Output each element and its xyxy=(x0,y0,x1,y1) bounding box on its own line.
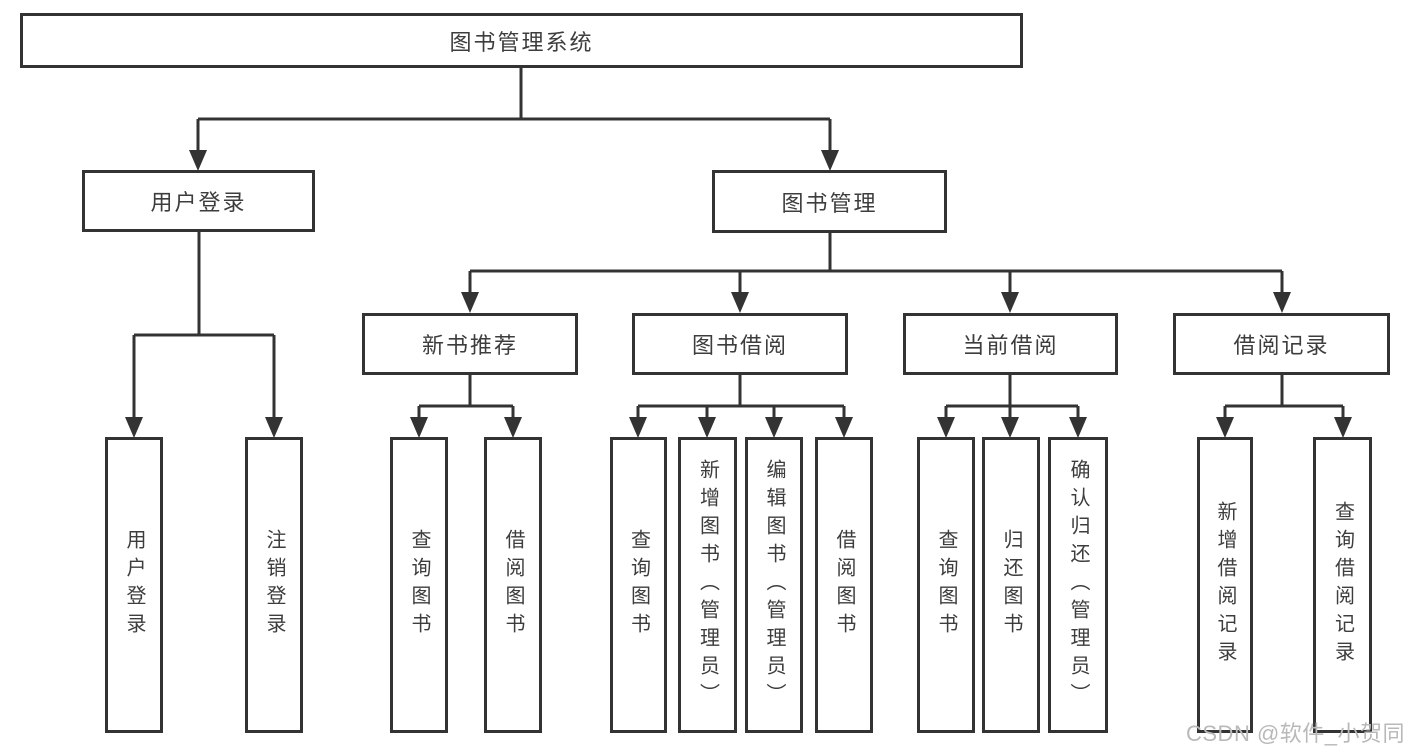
node-label: 借阅图书 xyxy=(833,529,855,641)
node-leaf-query-borrow-record: 查询借阅记录 xyxy=(1313,437,1372,733)
csdn-watermark: CSDN @软件_小贺同学 xyxy=(1186,721,1405,746)
node-label: 新书推荐 xyxy=(421,333,518,358)
node-borrow-records: 借阅记录 xyxy=(1173,313,1390,375)
node-current-borrow: 当前借阅 xyxy=(903,313,1118,375)
node-label: 查询图书 xyxy=(627,529,650,641)
connector-book-borrow-to-leaves xyxy=(629,375,853,438)
node-book-borrow: 图书借阅 xyxy=(632,313,848,375)
node-label: 查询借阅记录 xyxy=(1331,501,1354,669)
node-label: 图书借阅 xyxy=(691,333,788,358)
node-label: 当前借阅 xyxy=(962,333,1059,358)
connector-user-login-to-leaves xyxy=(125,232,283,438)
node-leaf-user-login: 用户登录 xyxy=(105,437,163,733)
node-leaf-borrow-books: 借阅图书 xyxy=(815,437,873,733)
node-leaf-add-borrow-record: 新增借阅记录 xyxy=(1197,437,1253,733)
node-leaf-query-books-recommend: 查询图书 xyxy=(390,437,448,733)
connector-borrow-records-to-leaves xyxy=(1216,375,1352,438)
node-root-system: 图书管理系统 xyxy=(20,13,1023,68)
connector-root-to-level2 xyxy=(189,68,839,171)
connector-book-management-to-level3 xyxy=(461,233,1291,313)
connector-new-book-to-leaves xyxy=(410,375,522,438)
node-label: 查询图书 xyxy=(935,529,957,641)
node-label: 新增图书（管理员） xyxy=(696,459,719,711)
node-book-management: 图书管理 xyxy=(712,170,947,233)
node-leaf-edit-books-admin: 编辑图书（管理员） xyxy=(745,437,803,733)
node-label: 新增借阅记录 xyxy=(1214,501,1236,669)
node-user-login: 用户登录 xyxy=(82,170,315,232)
node-label: 用户登录 xyxy=(123,529,145,641)
node-leaf-query-books-current: 查询图书 xyxy=(917,437,975,733)
node-leaf-add-books-admin: 新增图书（管理员） xyxy=(678,437,737,733)
connector-current-borrow-to-leaves xyxy=(937,375,1087,438)
node-label: 确认归还（管理员） xyxy=(1067,459,1089,711)
node-leaf-confirm-return-admin: 确认归还（管理员） xyxy=(1048,437,1108,733)
node-leaf-query-books-borrow: 查询图书 xyxy=(610,437,667,733)
node-label: 注销登录 xyxy=(263,529,285,641)
node-label: 查询图书 xyxy=(408,529,430,641)
node-label: 借阅记录 xyxy=(1233,333,1330,358)
node-leaf-return-books: 归还图书 xyxy=(982,437,1040,733)
node-leaf-logout: 注销登录 xyxy=(245,437,303,733)
node-label: 用户登录 xyxy=(150,190,247,215)
node-label: 图书管理系统 xyxy=(449,29,594,55)
node-label: 编辑图书（管理员） xyxy=(763,459,785,711)
node-leaf-borrow-books-recommend: 借阅图书 xyxy=(484,437,542,733)
node-new-book-recommend: 新书推荐 xyxy=(362,313,578,375)
node-label: 图书管理 xyxy=(781,190,878,216)
node-label: 归还图书 xyxy=(1000,529,1022,641)
node-label: 借阅图书 xyxy=(502,529,524,641)
